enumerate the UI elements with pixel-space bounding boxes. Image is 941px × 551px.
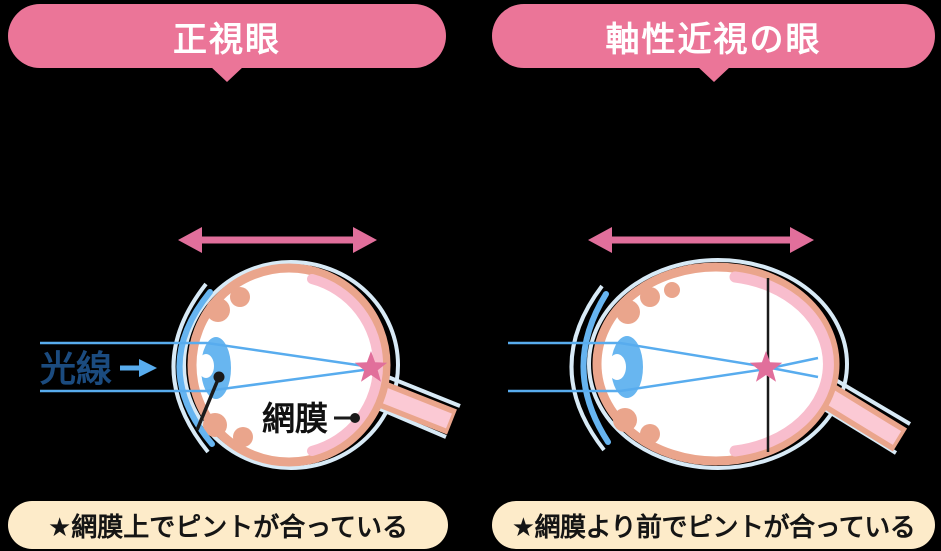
light-ray-bottom — [40, 367, 372, 393]
optic-nerve — [371, 379, 457, 435]
eyeball — [592, 262, 840, 466]
lens — [198, 337, 231, 399]
eye-outline-halo — [587, 258, 849, 470]
header-axial-myopia-eye-label: 軸性近視の眼 — [605, 19, 822, 60]
lens — [608, 336, 643, 398]
focus-star-icon — [354, 351, 388, 382]
optic-nerve — [814, 380, 908, 452]
cornea-halo — [171, 282, 210, 454]
cornea — [580, 291, 611, 445]
retina-label: 網膜 — [262, 399, 328, 438]
myopic-eye-diagram — [508, 227, 912, 470]
lens-pointer-line — [195, 371, 225, 431]
light-direction-arrow-icon — [120, 359, 157, 377]
caption-axial-myopia-eye-label: ★網膜より前でピントが合っている — [511, 512, 916, 543]
cornea-halo — [569, 284, 606, 452]
light-ray-bottom — [508, 356, 819, 393]
ciliary-body — [613, 282, 680, 444]
retina-lining — [729, 271, 834, 457]
header-normal-eye-label: 正視眼 — [173, 19, 281, 60]
normal-eye-diagram: 光線 網膜 — [40, 227, 461, 470]
header-axial-myopia-eye: 軸性近視の眼 — [492, 4, 935, 68]
light-ray-top — [40, 341, 372, 369]
axial-length-arrow-icon — [178, 227, 377, 253]
ciliary-body — [203, 287, 253, 447]
retina-pointer-line — [334, 413, 360, 423]
nerve-halo-top — [832, 377, 912, 426]
focus-star-icon — [749, 351, 783, 382]
light-ray-label: 光線 — [40, 349, 112, 390]
nerve-halo-top — [387, 375, 461, 408]
header-normal-eye: 正視眼 — [8, 4, 446, 68]
caption-axial-myopia-eye: ★網膜より前でピントが合っている — [492, 501, 935, 549]
axial-length-arrow-icon — [588, 227, 814, 253]
caption-normal-eye-label: ★網膜上でピントが合っている — [47, 512, 408, 543]
caption-normal-eye: ★網膜上でピントが合っている — [8, 501, 448, 549]
eyeball — [187, 263, 391, 467]
light-ray-top — [508, 341, 819, 379]
eye-outline-halo — [182, 260, 400, 470]
